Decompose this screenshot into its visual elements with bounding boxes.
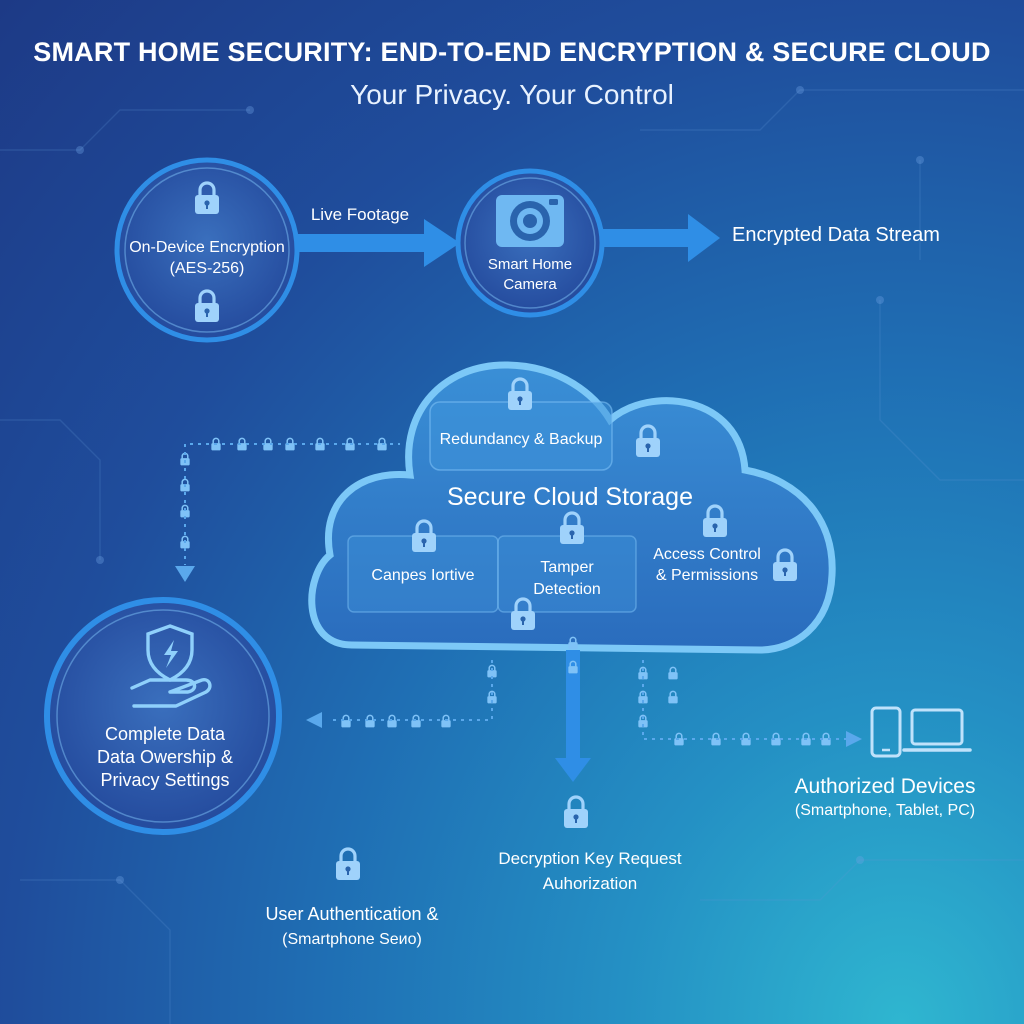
ownership-label-3: Privacy Settings xyxy=(100,770,230,790)
camera-sublabel: Camera xyxy=(503,276,557,293)
auth-label: User Authentication & xyxy=(265,904,439,924)
encryption-circle xyxy=(114,157,300,343)
access-sublabel: & Permissions xyxy=(655,567,759,584)
decryption-label: Decryption Key Request xyxy=(498,849,682,868)
arrow-footage-to-camera xyxy=(296,219,460,267)
arrow-cloud-to-decryption xyxy=(555,650,591,782)
access-label: Access Control xyxy=(653,546,761,563)
smartphone-icon xyxy=(870,706,902,758)
laptop-icon xyxy=(902,708,972,752)
stream-label: Encrypted Data Stream xyxy=(732,224,940,246)
ownership-label-2: Data Owership & xyxy=(96,747,234,767)
redundancy-label: Redundancy & Backup xyxy=(439,431,603,448)
lock-chain-cloud-to-ownership-lower xyxy=(306,660,498,728)
cloud-left-box-label: Canpes Iortive xyxy=(371,567,475,584)
arrow-camera-to-stream xyxy=(602,214,720,262)
page-title: SMART HOME SECURITY: END-TO-END ENCRYPTI… xyxy=(33,37,991,67)
lock-icon xyxy=(562,795,590,830)
ownership-label-1: Complete Data xyxy=(104,724,226,744)
page-subtitle: Your Privacy. Your Control xyxy=(350,79,674,110)
background-nodes xyxy=(76,86,924,884)
background-circuit-lines xyxy=(0,89,1024,1024)
tamper-sublabel: Detection xyxy=(533,581,601,598)
cloud-title: Secure Cloud Storage xyxy=(447,483,693,511)
encryption-sublabel: (AES-256) xyxy=(169,260,245,277)
tamper-label: Tamper xyxy=(540,559,594,576)
decryption-sublabel: Auhorization xyxy=(542,874,638,893)
footage-label: Live Footage xyxy=(310,205,410,224)
camera-icon xyxy=(496,195,564,247)
encryption-label: On-Device Encryption xyxy=(129,239,285,256)
secure-cloud-shape xyxy=(308,361,836,654)
lock-icon xyxy=(334,847,362,882)
auth-sublabel: (Smartphone Seиo) xyxy=(282,931,422,948)
lock-chain-cloud-to-ownership xyxy=(175,437,400,582)
shield-hand-icon xyxy=(130,624,212,708)
lock-chain-cloud-to-devices xyxy=(637,660,862,747)
ownership-circle xyxy=(44,597,282,835)
devices-subtitle: (Smartphone, Tablet, PC) xyxy=(794,802,976,819)
devices-title: Authorized Devices xyxy=(794,775,976,798)
camera-label: Smart Home xyxy=(487,256,573,273)
